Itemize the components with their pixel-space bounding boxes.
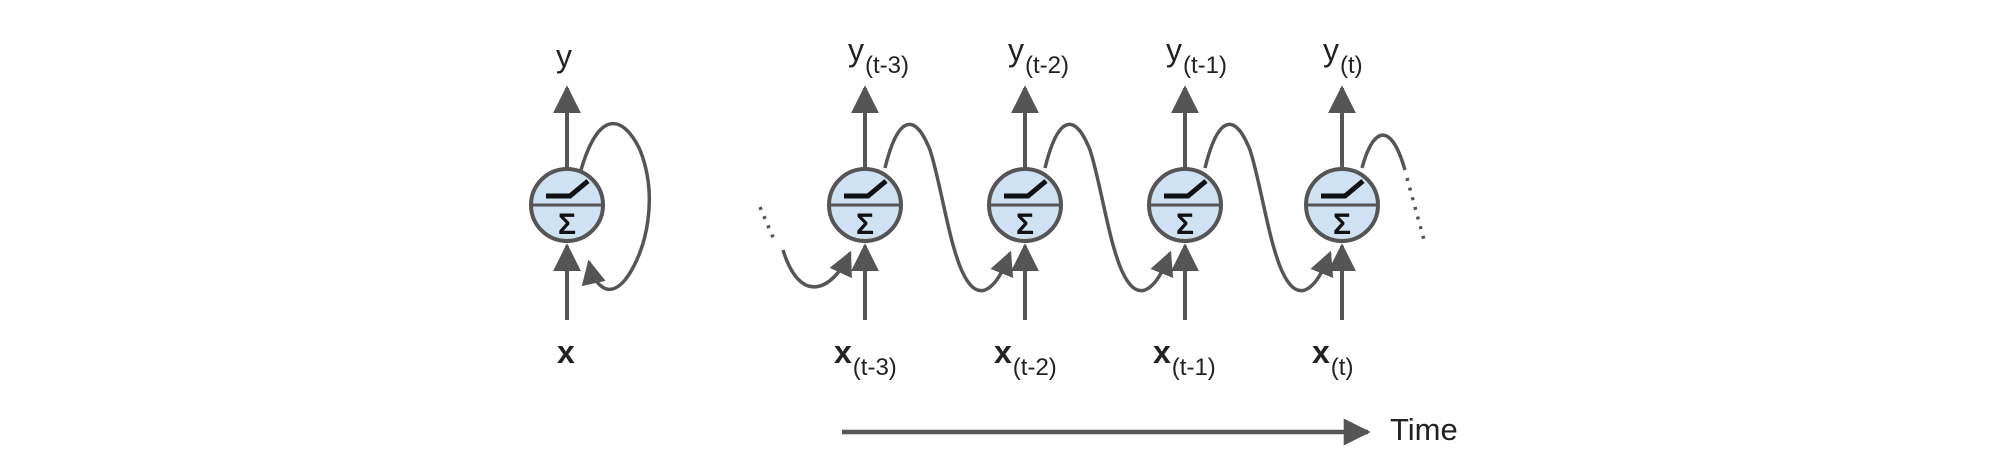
output-label-t: y(t) (1323, 32, 1363, 79)
sigma-symbol: Σ (1176, 208, 1194, 241)
input-label-t-2: x(t-2) (994, 334, 1057, 381)
sigma-symbol: Σ (1333, 208, 1351, 241)
recurrent-link-1 (883, 122, 1014, 293)
folded-neuron: Σ (529, 167, 605, 243)
folded-recurrent-loop (579, 121, 651, 292)
relu-icon (1004, 179, 1048, 199)
time-label: Time (1390, 412, 1458, 447)
folded-input-label: x (557, 334, 575, 370)
unrolled-neuron-step-2: Σ (1147, 85, 1223, 320)
recurrent-link-4 (1360, 133, 1407, 171)
unrolled-neuron-step-0: Σ (827, 85, 903, 320)
input-label-t-3: x(t-3) (834, 334, 897, 381)
relu-icon (1164, 179, 1208, 199)
folded-neuron-group: Σ (529, 85, 651, 320)
outgoing-dotted-tail (1405, 177, 1426, 241)
input-label-t: x(t) (1312, 334, 1354, 381)
recurrent-link-0 (781, 249, 852, 289)
sigma-symbol: Σ (558, 208, 576, 241)
output-label-t-3: y(t-3) (848, 32, 909, 79)
sigma-symbol: Σ (1016, 208, 1034, 241)
output-label-t-2: y(t-2) (1008, 32, 1069, 79)
relu-icon (844, 179, 888, 199)
unrolled-neuron-step-1: Σ (987, 85, 1063, 320)
incoming-dotted-tail (758, 206, 777, 243)
unrolled-neuron-step-3: Σ (1304, 85, 1380, 320)
relu-icon (1321, 179, 1365, 199)
recurrent-link-2 (1043, 122, 1174, 293)
sigma-symbol: Σ (856, 208, 874, 241)
relu-icon (546, 179, 590, 199)
output-label-t-1: y(t-1) (1166, 32, 1227, 79)
unrolled-recurrent-connections (758, 122, 1426, 293)
folded-output-label: y (556, 38, 572, 74)
recurrent-link-3 (1203, 122, 1334, 293)
input-label-t-1: x(t-1) (1153, 334, 1216, 381)
